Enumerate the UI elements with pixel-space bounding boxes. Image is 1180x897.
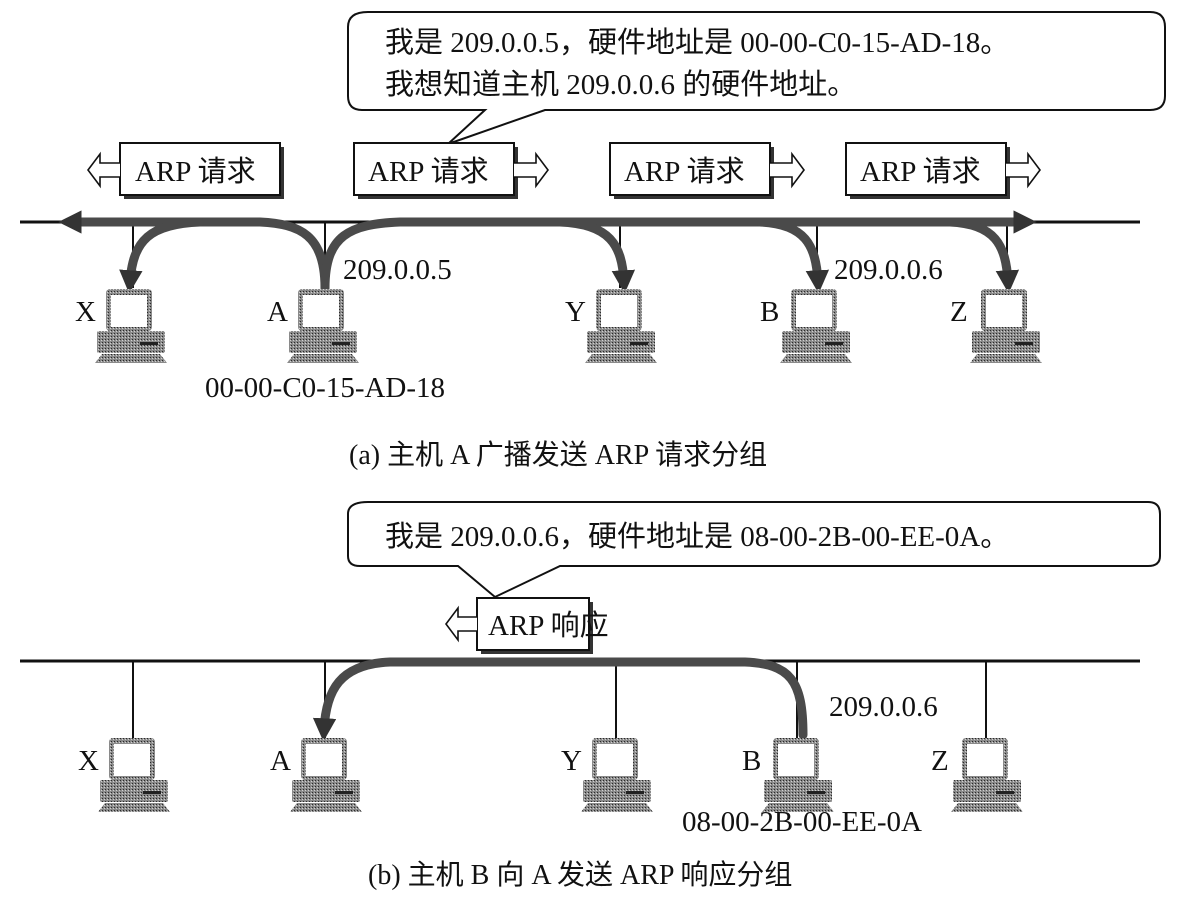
computer-icon bbox=[98, 738, 170, 812]
computer-icon bbox=[581, 738, 653, 812]
host-z-computer: Z bbox=[931, 738, 1023, 812]
host-b-computer: B bbox=[742, 738, 834, 812]
host-y-computer: Y bbox=[561, 738, 653, 812]
hollow-arrow-right-icon bbox=[770, 151, 805, 189]
host-a-mac: 00-00-C0-15-AD-18 bbox=[205, 372, 445, 404]
host-x-computer: X bbox=[78, 738, 170, 812]
host-x-computer: X bbox=[75, 289, 167, 363]
host-b-ip: 209.0.0.6 bbox=[834, 254, 943, 286]
host-name-label: X bbox=[78, 745, 99, 777]
host-b-mac: 08-00-2B-00-EE-0A bbox=[682, 806, 922, 838]
host-name-label: Z bbox=[931, 745, 949, 777]
arp-request-packet-3: ARP 请求 bbox=[609, 142, 805, 199]
packet-label: ARP 响应 bbox=[488, 609, 609, 642]
unicast-flow bbox=[312, 657, 808, 742]
panel-a: 我是 209.0.0.5，硬件地址是 00-00-C0-15-AD-18。 我想… bbox=[20, 11, 1166, 471]
host-name-label: B bbox=[742, 745, 761, 777]
panel-b: 我是 209.0.0.6，硬件地址是 08-00-2B-00-EE-0A。 AR… bbox=[20, 501, 1161, 891]
packet-label: ARP 请求 bbox=[860, 155, 981, 188]
host-name-label: X bbox=[75, 296, 96, 328]
packet-label: ARP 请求 bbox=[368, 155, 489, 188]
caption-a: (a) 主机 A 广播发送 ARP 请求分组 bbox=[349, 439, 767, 471]
hollow-arrow-right-icon bbox=[1006, 151, 1041, 189]
host-name-label: B bbox=[760, 296, 779, 328]
broadcast-flow bbox=[58, 210, 1037, 294]
host-name-label: A bbox=[270, 745, 291, 777]
computer-icon bbox=[585, 289, 657, 363]
arp-request-packet-2: ARP 请求 bbox=[353, 142, 549, 199]
arp-request-packet-1: ARP 请求 bbox=[87, 142, 284, 199]
host-a-computer: A bbox=[270, 738, 362, 812]
host-b-computer: B bbox=[760, 289, 852, 363]
host-a-computer: A bbox=[267, 289, 359, 363]
computer-icon bbox=[762, 738, 834, 812]
host-name-label: Z bbox=[950, 296, 968, 328]
computer-icon bbox=[95, 289, 167, 363]
hollow-arrow-left-icon bbox=[445, 605, 477, 643]
arp-request-packet-4: ARP 请求 bbox=[845, 142, 1041, 199]
request-speech-bubble: 我是 209.0.0.5，硬件地址是 00-00-C0-15-AD-18。 我想… bbox=[347, 11, 1166, 145]
hollow-arrow-right-icon bbox=[514, 151, 549, 189]
computer-icon bbox=[290, 738, 362, 812]
computer-icon bbox=[780, 289, 852, 363]
computer-icon bbox=[970, 289, 1042, 363]
host-z-computer: Z bbox=[950, 289, 1042, 363]
host-y-computer: Y bbox=[565, 289, 657, 363]
host-name-label: A bbox=[267, 296, 288, 328]
host-a-ip: 209.0.0.5 bbox=[343, 254, 452, 286]
host-name-label: Y bbox=[561, 745, 582, 777]
packet-label: ARP 请求 bbox=[624, 155, 745, 188]
arp-response-packet: ARP 响应 bbox=[445, 597, 609, 654]
host-name-label: Y bbox=[565, 296, 586, 328]
hollow-arrow-left-icon bbox=[87, 151, 120, 189]
host-b-ip: 209.0.0.6 bbox=[829, 691, 938, 723]
bubble-line-1: 我是 209.0.0.6，硬件地址是 08-00-2B-00-EE-0A。 bbox=[385, 520, 1009, 553]
packet-label: ARP 请求 bbox=[135, 155, 256, 188]
caption-b: (b) 主机 B 向 A 发送 ARP 响应分组 bbox=[368, 859, 792, 891]
computer-icon bbox=[287, 289, 359, 363]
bubble-line-1: 我是 209.0.0.5，硬件地址是 00-00-C0-15-AD-18。 bbox=[385, 26, 1009, 59]
response-speech-bubble: 我是 209.0.0.6，硬件地址是 08-00-2B-00-EE-0A。 bbox=[347, 501, 1161, 599]
bubble-line-2: 我想知道主机 209.0.0.6 的硬件地址。 bbox=[385, 68, 856, 101]
computer-icon bbox=[951, 738, 1023, 812]
